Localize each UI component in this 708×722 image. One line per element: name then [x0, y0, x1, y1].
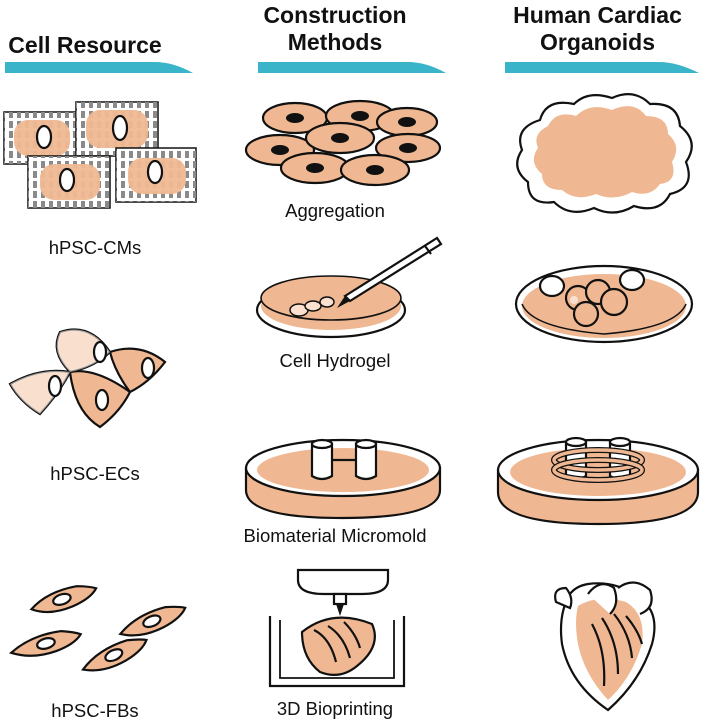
arrow-icon-col1: [5, 62, 193, 73]
arrow-icon-col3: [505, 62, 699, 73]
cardiomyocytes-illustration: [3, 101, 197, 209]
3d-bioprinting-illustration: [268, 568, 406, 688]
arrow-icon-col2: [258, 62, 446, 73]
label-aggregation: Aggregation: [285, 200, 385, 221]
header-cell-resource: Cell Resource: [0, 32, 170, 59]
biomaterial-micromold-illustration: [244, 438, 442, 520]
header-organoids-line1: Human Cardiac: [513, 2, 682, 28]
fibroblasts-illustration: [8, 585, 187, 672]
header-human-cardiac-organoids: Human Cardiac Organoids: [495, 2, 700, 56]
cell-hydrogel-illustration: [255, 236, 443, 339]
endothelial-cells-illustration: [8, 328, 167, 429]
aggregated-organoid-illustration: [516, 93, 693, 214]
label-3d-bioprinting: 3D Bioprinting: [276, 698, 394, 719]
micromold-organoid-illustration: [496, 436, 700, 526]
header-construction-methods: Construction Methods: [235, 2, 435, 56]
aggregation-illustration: [244, 99, 442, 187]
header-construction-line1: Construction: [263, 2, 407, 28]
header-construction-line2: Methods: [287, 29, 383, 55]
label-hpsc-ecs: hPSC-ECs: [50, 463, 140, 484]
label-biomaterial-micromold: Biomaterial Micromold: [243, 525, 427, 546]
label-hpsc-fbs: hPSC-FBs: [51, 700, 139, 721]
header-organoids-line2: Organoids: [539, 29, 655, 55]
label-cell-hydrogel: Cell Hydrogel: [279, 350, 391, 371]
bioprinted-heart-organoid-illustration: [554, 581, 656, 712]
header-cell-resource-text: Cell Resource: [8, 32, 162, 58]
label-hpsc-cms: hPSC-CMs: [48, 237, 142, 258]
hydrogel-organoid-illustration: [514, 264, 694, 344]
